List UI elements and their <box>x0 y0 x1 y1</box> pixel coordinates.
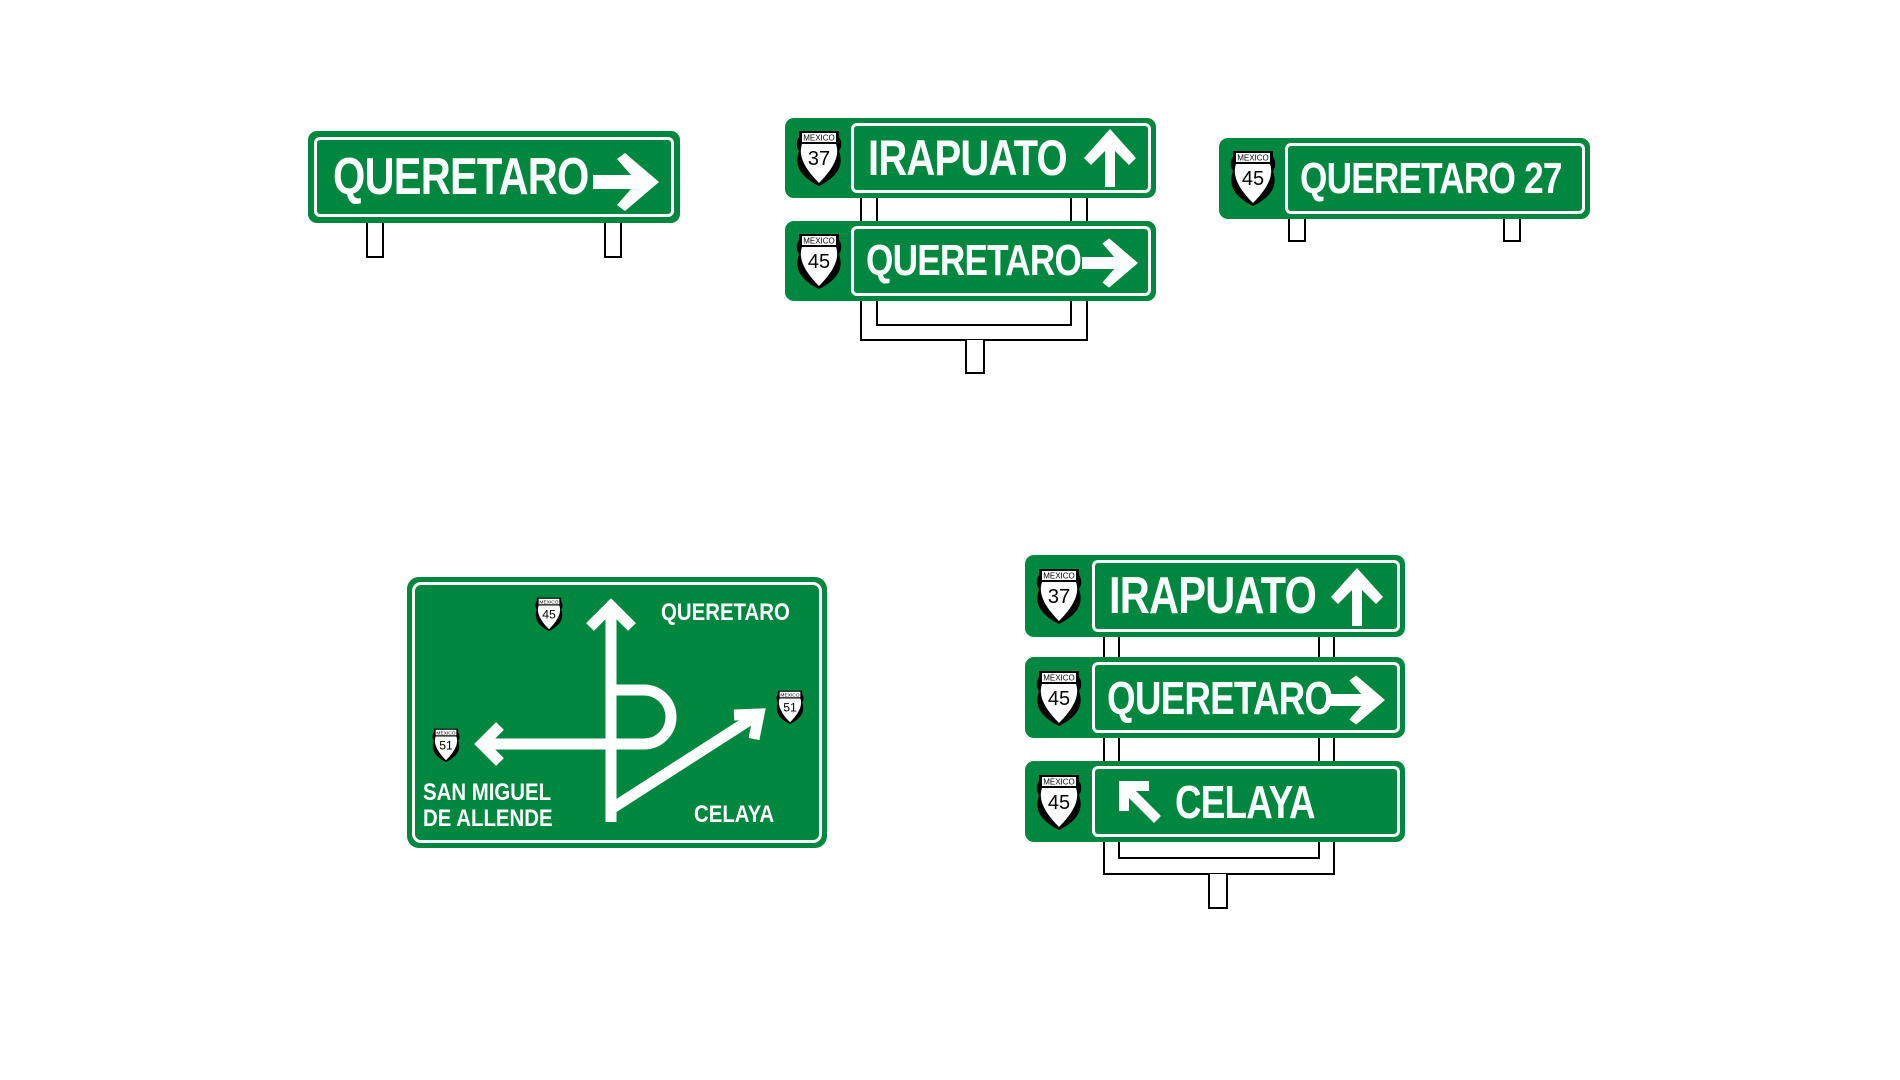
sign-post <box>604 218 622 258</box>
west-destination-line1: SAN MIGUEL <box>423 779 552 806</box>
northeast-arrowhead-icon <box>733 708 766 741</box>
sign-irapuato-37: MEXICO 37 IRAPUATO <box>1025 555 1405 637</box>
sign-post <box>1288 214 1306 242</box>
route-shield-icon: MEXICO 45 <box>796 231 842 296</box>
destination-label: IRAPUATO <box>868 130 1068 186</box>
shield-route-number: 45 <box>808 251 830 273</box>
sign-celaya-45: MEXICO 45 CELAYA <box>1025 761 1405 842</box>
destination-label: QUERETARO <box>333 148 589 206</box>
sign-queretaro-27: MEXICO 45 QUERETARO 27 <box>1219 138 1590 219</box>
shield-country-label: MEXICO <box>1043 674 1075 683</box>
east-destination-label: CELAYA <box>694 801 775 828</box>
shield-route-number: 45 <box>542 607 556 621</box>
shield-route-number: 51 <box>783 700 797 714</box>
route-shield-icon: MEXICO 45 <box>1230 148 1276 213</box>
diagonal-road-line <box>608 709 762 814</box>
shield-country-label: MEXICO <box>1043 778 1075 787</box>
diagrammatic-sign: MEXICO 45 MEXICO 51 MEXICO 51 QUERETARO CEL… <box>407 577 827 848</box>
route-shield-icon: MEXICO 37 <box>1036 566 1082 631</box>
sign-support-frame-inner <box>1118 635 1320 859</box>
interchange-diagram <box>474 598 766 822</box>
destination-label: IRAPUATO <box>1109 567 1317 625</box>
shield-route-number: 45 <box>1048 688 1070 710</box>
arrow-right-icon <box>1082 238 1138 288</box>
shield-country-label: MEXICO <box>436 730 455 736</box>
arrow-right-icon <box>1329 675 1385 725</box>
west-destination-line2: DE ALLENDE <box>423 805 553 832</box>
sign-post <box>1503 214 1521 242</box>
sign-panel: CELAYA <box>1092 766 1400 837</box>
sign-panel <box>412 582 822 843</box>
sign-panel: IRAPUATO <box>851 123 1151 193</box>
shield-route-number: 45 <box>1048 792 1070 814</box>
west-destination: SAN MIGUEL DE ALLENDE <box>423 780 553 832</box>
route-shield-icon: MEXICO 45 <box>535 594 563 639</box>
destination-label: QUERETARO <box>1107 671 1333 724</box>
north-arrowhead-icon <box>586 598 636 631</box>
sign-post <box>965 340 985 374</box>
shield-route-number: 45 <box>1242 168 1264 190</box>
sign-queretaro-45: MEXICO 45 QUERETARO <box>785 221 1156 301</box>
arrow-up-icon <box>1331 568 1383 626</box>
destination-label: QUERETARO <box>866 236 1082 285</box>
sign-panel: IRAPUATO <box>1092 560 1400 632</box>
shield-country-label: MEXICO <box>803 237 835 246</box>
shield-route-number: 37 <box>1048 586 1070 608</box>
shield-country-label: MEXICO <box>539 599 558 605</box>
sign-post <box>1208 874 1228 909</box>
shield-country-label: MEXICO <box>780 692 799 698</box>
sign-irapuato-37: MEXICO 37 IRAPUATO <box>785 118 1156 198</box>
shield-country-label: MEXICO <box>1043 572 1075 581</box>
sign-panel: QUERETARO <box>314 137 674 217</box>
loop-ramp-line <box>611 684 677 750</box>
arrow-up-icon <box>1084 129 1136 187</box>
sign-queretaro-right: QUERETARO <box>308 131 680 223</box>
shield-route-number: 51 <box>439 738 453 752</box>
route-shield-icon: MEXICO 51 <box>776 687 804 732</box>
route-shield-icon: MEXICO 45 <box>1036 668 1082 733</box>
sign-panel: QUERETARO <box>1092 662 1400 733</box>
sign-panel: QUERETARO <box>851 226 1151 296</box>
route-shield-icon: MEXICO 45 <box>1036 772 1082 837</box>
arrow-up-left-icon <box>1119 780 1161 823</box>
west-arrowhead-icon <box>474 722 504 766</box>
destination-label: CELAYA <box>1175 775 1316 828</box>
sign-panel: QUERETARO 27 <box>1285 143 1585 214</box>
route-shield-icon: MEXICO 37 <box>796 128 842 193</box>
shield-route-number: 37 <box>808 148 830 170</box>
sign-post <box>366 218 384 258</box>
destination-label: QUERETARO 27 <box>1300 153 1562 203</box>
shield-country-label: MEXICO <box>803 134 835 143</box>
shield-country-label: MEXICO <box>1237 154 1269 163</box>
route-shield-icon: MEXICO 51 <box>432 725 460 770</box>
sign-queretaro-45: MEXICO 45 QUERETARO <box>1025 657 1405 738</box>
north-destination-label: QUERETARO <box>661 599 790 626</box>
arrow-right-icon <box>593 153 659 211</box>
